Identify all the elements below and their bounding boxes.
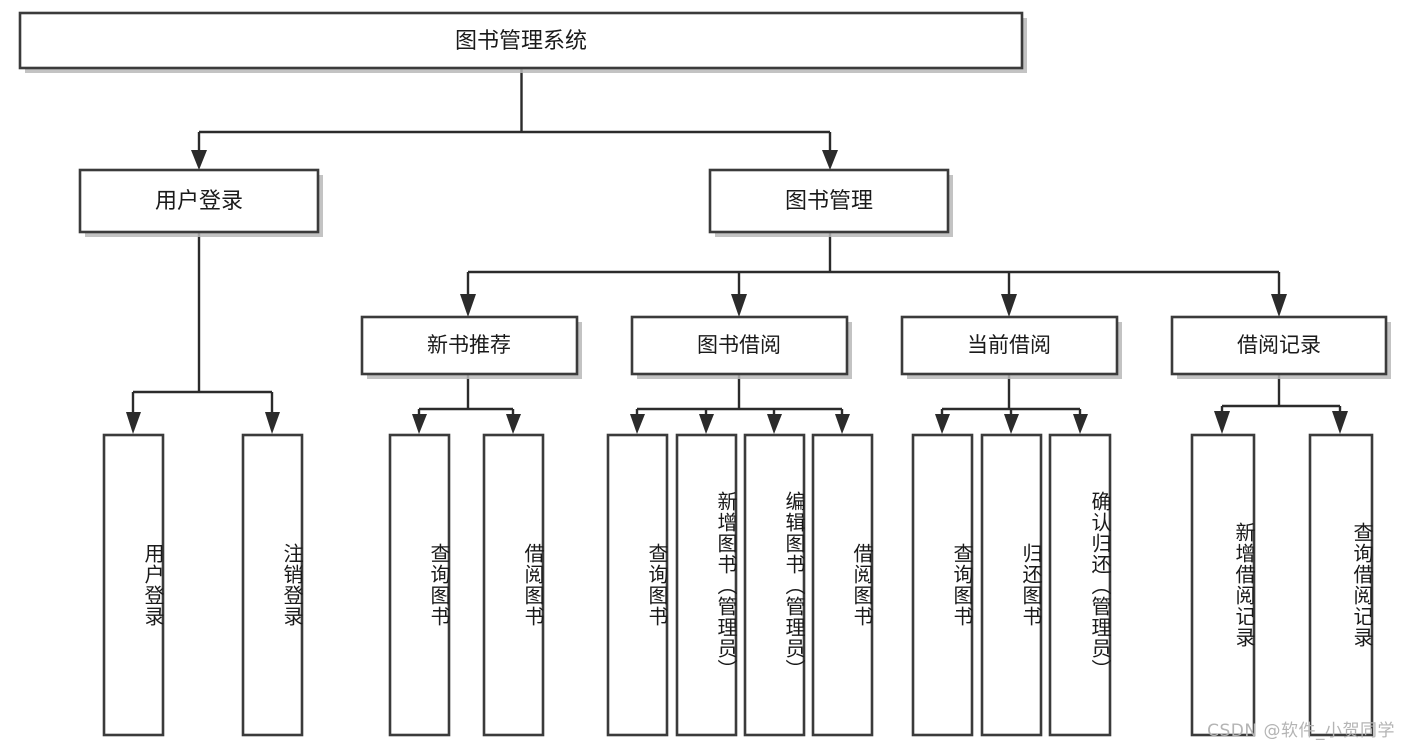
node-user-login-box[interactable] (78, 168, 320, 234)
arrow-login-leaf-2 (265, 412, 280, 434)
root-node-box[interactable] (18, 11, 1024, 70)
watermark-text: CSDN @软件_小贺同学 (1207, 721, 1395, 741)
node-current-borrow-box[interactable] (900, 315, 1119, 376)
node-user-login-label: 用户登录 (155, 189, 243, 214)
arrow-bookmgmt-child-2 (731, 294, 747, 317)
leaf-box-user-login-1[interactable] (102, 433, 165, 737)
node-new-book-box[interactable] (360, 315, 579, 376)
node-book-mgmt-box[interactable] (708, 168, 950, 234)
leaf-box-borrow-record-2[interactable] (1308, 433, 1374, 737)
connectors (126, 68, 1348, 434)
arrow-bookmgmt-child-1 (460, 294, 476, 317)
leaf-box-book-borrow-3[interactable] (743, 433, 806, 737)
arrow-bookmgmt-child-4 (1271, 294, 1287, 317)
leaf-box-new-book-1[interactable] (388, 433, 451, 737)
arrow-borrow-leaf-3 (767, 414, 782, 434)
node-borrow-record-label: 借阅记录 (1237, 333, 1321, 357)
node-new-book-label: 新书推荐 (427, 333, 511, 357)
arrow-record-leaf-1 (1214, 411, 1230, 434)
leaf-box-current-borrow-3[interactable] (1048, 433, 1112, 737)
arrow-newbook-leaf-2 (506, 414, 521, 434)
node-book-borrow-label: 图书借阅 (697, 333, 781, 357)
arrow-newbook-leaf-1 (412, 414, 427, 434)
leaf-box-current-borrow-1[interactable] (911, 433, 974, 737)
leaf-box-book-borrow-1[interactable] (606, 433, 669, 737)
arrow-borrow-leaf-4 (835, 414, 850, 434)
leaf-box-book-borrow-4[interactable] (811, 433, 874, 737)
arrow-current-leaf-2 (1004, 414, 1019, 434)
arrow-current-leaf-1 (935, 414, 950, 434)
arrow-login-leaf-1 (126, 412, 141, 434)
node-book-mgmt-label: 图书管理 (785, 189, 873, 214)
arrow-bookmgmt-child-3 (1001, 294, 1017, 317)
arrow-borrow-leaf-2 (699, 414, 714, 434)
leaf-box-borrow-record-1[interactable] (1190, 433, 1256, 737)
arrow-root-to-bookmgmt (822, 150, 838, 170)
leaf-box-book-borrow-2[interactable] (675, 433, 738, 737)
arrow-current-leaf-3 (1073, 414, 1088, 434)
leaf-box-new-book-2[interactable] (482, 433, 545, 737)
arrow-borrow-leaf-1 (630, 414, 645, 434)
node-current-borrow-label: 当前借阅 (967, 333, 1051, 357)
leaf-box-current-borrow-2[interactable] (980, 433, 1043, 737)
node-book-borrow-box[interactable] (630, 315, 849, 376)
node-borrow-record-box[interactable] (1170, 315, 1388, 376)
leaf-box-user-login-2[interactable] (241, 433, 304, 737)
arrow-root-to-login (191, 150, 207, 170)
arrow-record-leaf-2 (1332, 411, 1348, 434)
nodes: 图书管理系统 用户登录 图书管理 新书推荐 图书借阅 当前借阅 (18, 11, 1391, 737)
root-node-label: 图书管理系统 (455, 29, 587, 54)
